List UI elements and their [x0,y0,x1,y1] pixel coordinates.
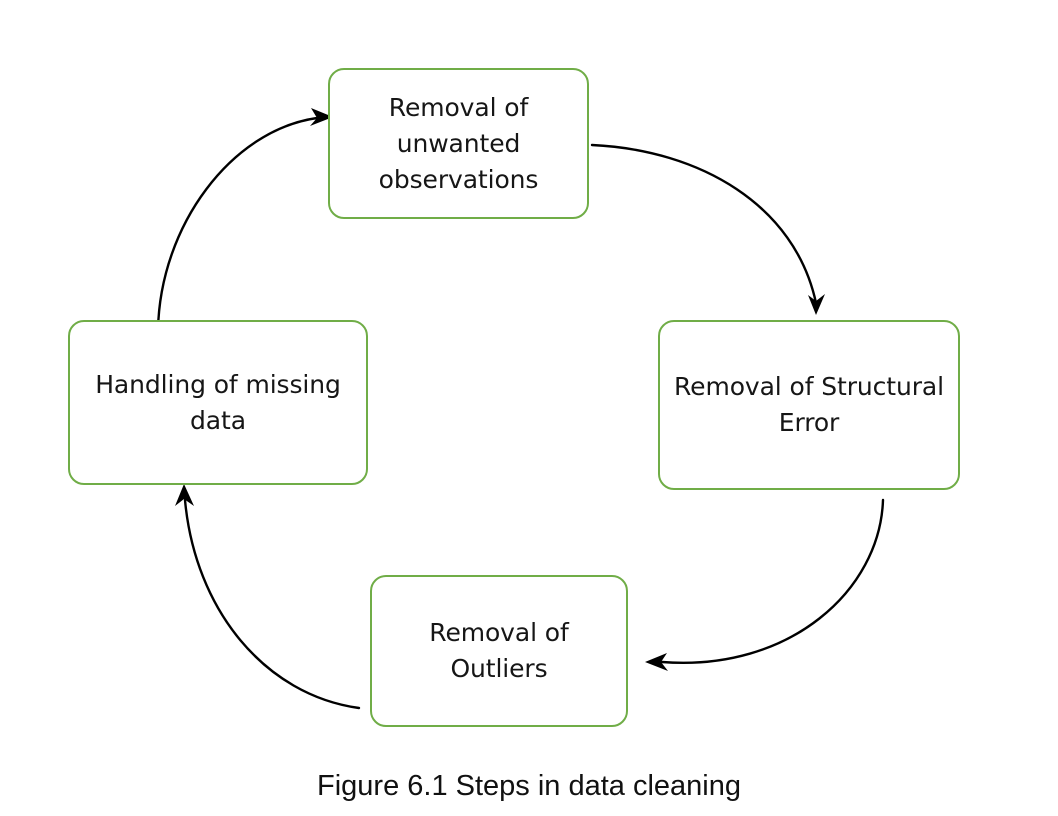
node-label: Removal of Outliers [429,618,569,683]
arrow-top-to-right [590,143,825,315]
node-label: Removal of unwanted observations [378,92,539,194]
node-removal-of-unwanted-observations[interactable]: Removal of unwanted observations [328,68,589,219]
node-handling-of-missing-data[interactable]: Handling of missing data [68,320,368,485]
node-removal-of-structural-error[interactable]: Removal of Structural Error [658,320,960,490]
arrow-bottom-to-left [175,484,361,710]
node-removal-of-outliers[interactable]: Removal of Outliers [370,575,628,727]
arrow-right-to-bottom [645,498,885,671]
arrow-left-to-top [156,108,333,332]
node-label: Handling of missing data [95,369,341,435]
node-label: Removal of Structural Error [674,372,944,437]
figure-caption: Figure 6.1 Steps in data cleaning [317,770,741,802]
